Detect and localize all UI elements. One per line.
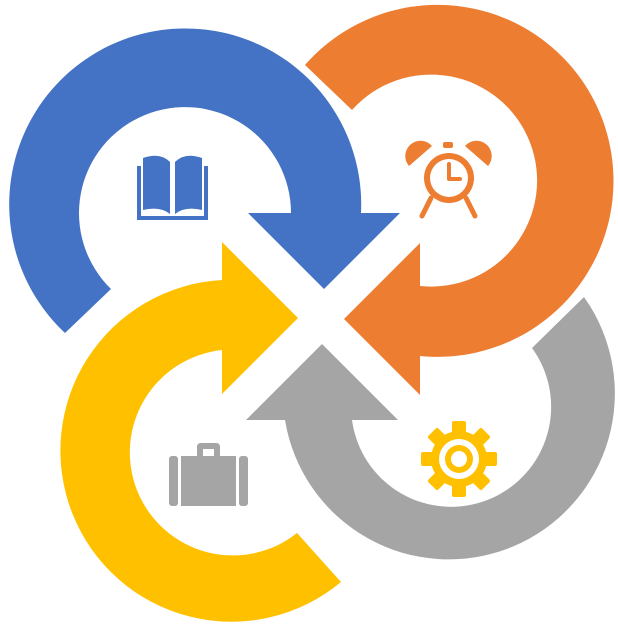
orange-cycle-arrow <box>305 4 614 395</box>
gray-cycle-arrow <box>246 297 615 560</box>
blue-cycle-arrow <box>9 28 400 333</box>
alarm-clock-icon <box>405 140 492 219</box>
gear-icon <box>421 421 497 497</box>
yellow-cycle-arrow <box>60 242 341 622</box>
book-icon <box>137 155 208 220</box>
briefcase-icon <box>169 443 248 506</box>
